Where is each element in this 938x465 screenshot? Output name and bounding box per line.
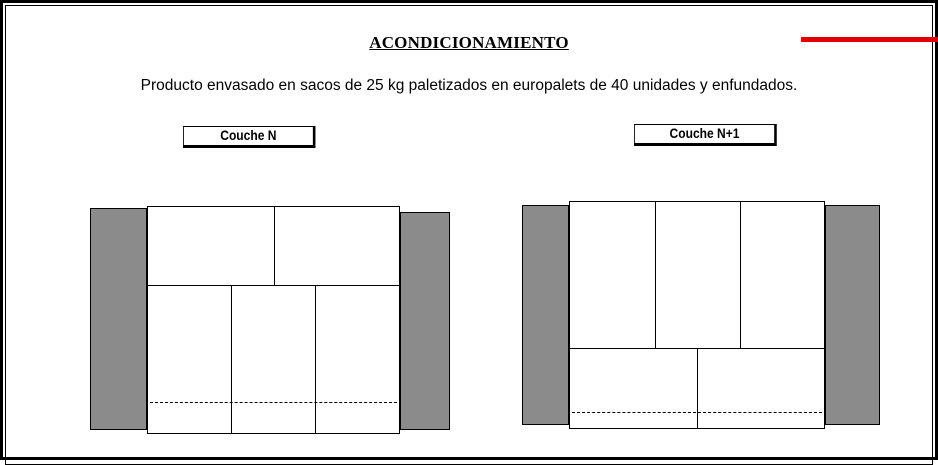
bag-divider xyxy=(697,348,698,429)
layer-n1-label: Couche N+1 xyxy=(634,124,777,146)
pallet-side-left xyxy=(522,205,569,425)
pallet-side-right xyxy=(825,205,880,425)
bag-divider xyxy=(315,285,316,434)
layer-n-label: Couche N xyxy=(183,126,316,148)
pallet-side-left xyxy=(90,208,147,430)
description-text: Producto envasado en sacos de 25 kg pale… xyxy=(140,77,798,94)
bag-divider xyxy=(274,206,275,285)
bag-divider xyxy=(740,201,741,348)
bag-divider xyxy=(231,285,232,434)
bag-divider xyxy=(147,285,400,286)
dashed-edge-line xyxy=(150,402,397,403)
dashed-edge-line xyxy=(572,412,822,413)
pallet-side-right xyxy=(400,212,450,430)
bag-layout-n xyxy=(147,206,400,434)
page-title: ACONDICIONAMIENTO xyxy=(369,33,569,52)
red-accent-bar xyxy=(801,37,938,42)
bag-divider xyxy=(655,201,656,348)
